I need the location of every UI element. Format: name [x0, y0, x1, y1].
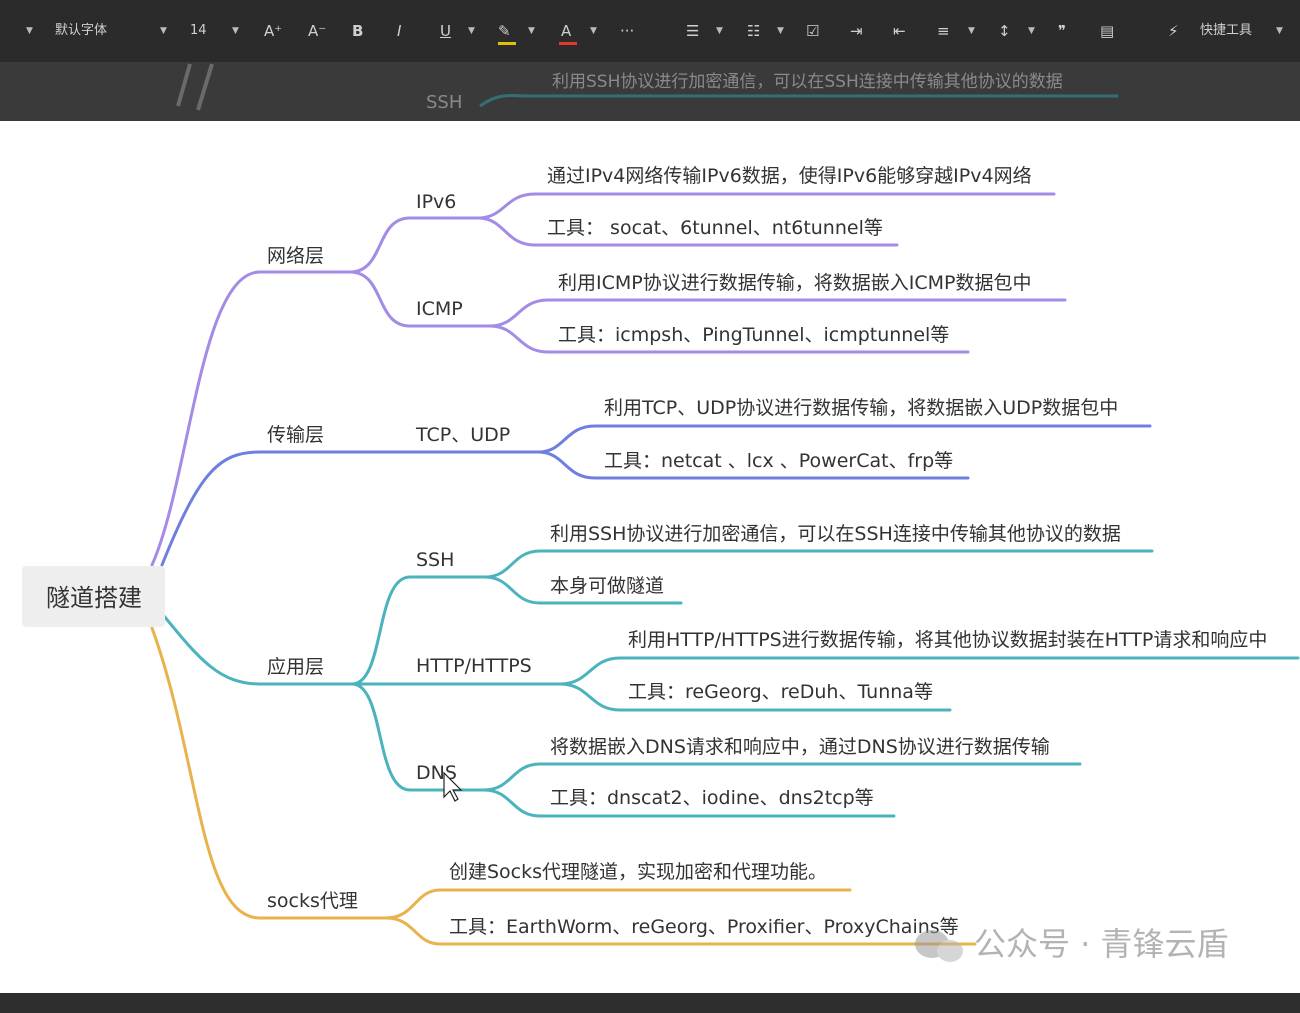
connector-dns-item1	[482, 762, 1082, 792]
chevron-down-icon[interactable]: ▼	[26, 26, 33, 36]
background-node-label: SSH	[426, 92, 463, 113]
quote-icon[interactable]: ❞	[1058, 22, 1067, 40]
editor-toolbar: ▼ 默认字体 ▼ 14 ▼ A⁺ A⁻ B I U ▼ ✎ ▼ A ▼ ··· …	[0, 0, 1300, 62]
branch-socks-label[interactable]: socks代理	[267, 890, 358, 912]
bottom-strip	[0, 993, 1300, 1013]
line-spacing-icon[interactable]: ↕	[998, 22, 1011, 40]
connector-dns-item2	[482, 788, 896, 818]
tcpudp-tools-text[interactable]: 工具：netcat 、lcx 、PowerCat、frp等	[604, 450, 953, 472]
socks-desc-text[interactable]: 创建Socks代理隧道，实现加密和代理功能。	[449, 861, 827, 883]
branch-application-label[interactable]: 应用层	[267, 656, 324, 678]
icmp-desc-text[interactable]: 利用ICMP协议进行数据传输，将数据嵌入ICMP数据包中	[558, 272, 1031, 294]
root-node-label[interactable]: 隧道搭建	[46, 584, 142, 612]
connector-tcpudp-item2	[536, 450, 970, 480]
chevron-down-icon[interactable]: ▼	[468, 26, 475, 36]
bold-button[interactable]: B	[352, 22, 364, 40]
node-tcpudp-label[interactable]: TCP、UDP	[415, 424, 510, 446]
node-ssh-label[interactable]: SSH	[416, 549, 454, 571]
connector-ipv6-item1	[476, 192, 1056, 220]
mindmap-svg: 隧道搭建 网络层 传输层 应用层 socks代理 IPv6 ICMP TCP、U…	[22, 165, 1300, 963]
connector-ipv6-item2	[476, 216, 899, 247]
connector-network-ipv6	[348, 216, 480, 274]
highlight-icon[interactable]: ✎	[498, 22, 511, 40]
font-color-bar	[559, 42, 577, 45]
checkbox-icon[interactable]: ☑	[806, 22, 820, 40]
dns-tools-text[interactable]: 工具：dnscat2、iodine、dns2tcp等	[550, 787, 874, 809]
indent-icon[interactable]: ⇥	[850, 22, 863, 40]
lightning-icon[interactable]: ⚡	[1168, 22, 1179, 40]
comment-icon[interactable]: ▤	[1100, 22, 1115, 40]
highlight-color-bar	[498, 42, 516, 45]
branch-network-label[interactable]: 网络层	[267, 245, 324, 267]
icmp-tools-text[interactable]: 工具：icmpsh、PingTunnel、icmptunnel等	[558, 324, 949, 346]
connector-socks-item1	[384, 888, 852, 920]
align-icon[interactable]: ≡	[937, 22, 950, 40]
chevron-down-icon[interactable]: ▼	[232, 26, 239, 36]
http-desc-text[interactable]: 利用HTTP/HTTPS进行数据传输，将其他协议数据封装在HTTP请求和响应中	[628, 629, 1267, 651]
chevron-down-icon[interactable]: ▼	[160, 26, 167, 36]
shrink-font-button[interactable]: A⁻	[308, 22, 327, 40]
mouse-cursor-icon	[443, 771, 463, 802]
connector-ssh-item1	[483, 549, 1154, 579]
more-icon[interactable]: ···	[620, 22, 635, 40]
connector-http-item2	[558, 682, 952, 712]
ipv6-tools-text[interactable]: 工具： socat、6tunnel、nt6tunnel等	[547, 217, 883, 239]
background-line-text: 利用SSH协议进行加密通信，可以在SSH连接中传输其他协议的数据	[552, 72, 1063, 92]
connector-ssh-item2	[483, 575, 683, 605]
ssh-desc-text[interactable]: 利用SSH协议进行加密通信，可以在SSH连接中传输其他协议的数据	[550, 523, 1121, 545]
wechat-icon	[915, 930, 963, 962]
chevron-down-icon[interactable]: ▼	[590, 26, 597, 36]
background-slash-decoration	[176, 63, 1118, 111]
underline-button[interactable]: U	[440, 22, 451, 40]
bullet-list-icon[interactable]: ☰	[686, 22, 700, 40]
ssh-note-text[interactable]: 本身可做隧道	[550, 575, 664, 597]
mindmap-canvas: 隧道搭建 网络层 传输层 应用层 socks代理 IPv6 ICMP TCP、U…	[0, 121, 1300, 993]
connector-icmp-item1	[488, 298, 1067, 328]
grow-font-button[interactable]: A⁺	[264, 22, 283, 40]
connector-root-application	[162, 614, 354, 686]
connector-root-transport	[160, 450, 352, 567]
italic-button[interactable]: I	[397, 22, 402, 40]
dns-desc-text[interactable]: 将数据嵌入DNS请求和响应中，通过DNS协议进行数据传输	[550, 736, 1050, 758]
connector-icmp-item2	[488, 324, 970, 354]
font-color-button[interactable]: A	[561, 22, 572, 40]
quick-tools-button[interactable]: 快捷工具	[1200, 23, 1253, 38]
chevron-down-icon[interactable]: ▼	[1276, 26, 1283, 36]
socks-tools-text[interactable]: 工具：EarthWorm、reGeorg、Proxifier、ProxyChai…	[449, 916, 959, 938]
root-node-box[interactable]	[22, 566, 165, 627]
tcpudp-desc-text[interactable]: 利用TCP、UDP协议进行数据传输，将数据嵌入UDP数据包中	[604, 397, 1118, 419]
connector-root-network	[150, 270, 352, 567]
connector-app-ssh	[350, 575, 487, 686]
chevron-down-icon[interactable]: ▼	[716, 26, 723, 36]
connector-http-item1	[558, 656, 1300, 686]
watermark-text: 公众号 · 青锋云盾	[974, 925, 1229, 963]
connector-tcpudp-item1	[536, 424, 1152, 454]
numbered-list-icon[interactable]: ☷	[747, 22, 761, 40]
chevron-down-icon[interactable]: ▼	[1028, 26, 1035, 36]
connector-app-dns	[350, 682, 486, 792]
node-ipv6-label[interactable]: IPv6	[416, 191, 456, 213]
ipv6-desc-text[interactable]: 通过IPv4网络传输IPv6数据，使得IPv6能够穿越IPv4网络	[547, 165, 1032, 187]
connector-root-socks	[150, 626, 388, 920]
connector-network-icmp	[348, 270, 492, 328]
http-tools-text[interactable]: 工具：reGeorg、reDuh、Tunna等	[628, 681, 933, 703]
chevron-down-icon[interactable]: ▼	[528, 26, 535, 36]
font-size-select[interactable]: 14	[190, 23, 207, 38]
node-http-label[interactable]: HTTP/HTTPS	[416, 655, 532, 677]
background-document: 利用SSH协议进行加密通信，可以在SSH连接中传输其他协议的数据 SSH	[0, 62, 1300, 121]
font-family-select[interactable]: 默认字体	[55, 23, 108, 38]
chevron-down-icon[interactable]: ▼	[777, 26, 784, 36]
connector-socks-item2	[384, 916, 977, 946]
node-icmp-label[interactable]: ICMP	[416, 298, 463, 320]
chevron-down-icon[interactable]: ▼	[968, 26, 975, 36]
branch-transport-label[interactable]: 传输层	[267, 424, 324, 446]
outdent-icon[interactable]: ⇤	[893, 22, 906, 40]
